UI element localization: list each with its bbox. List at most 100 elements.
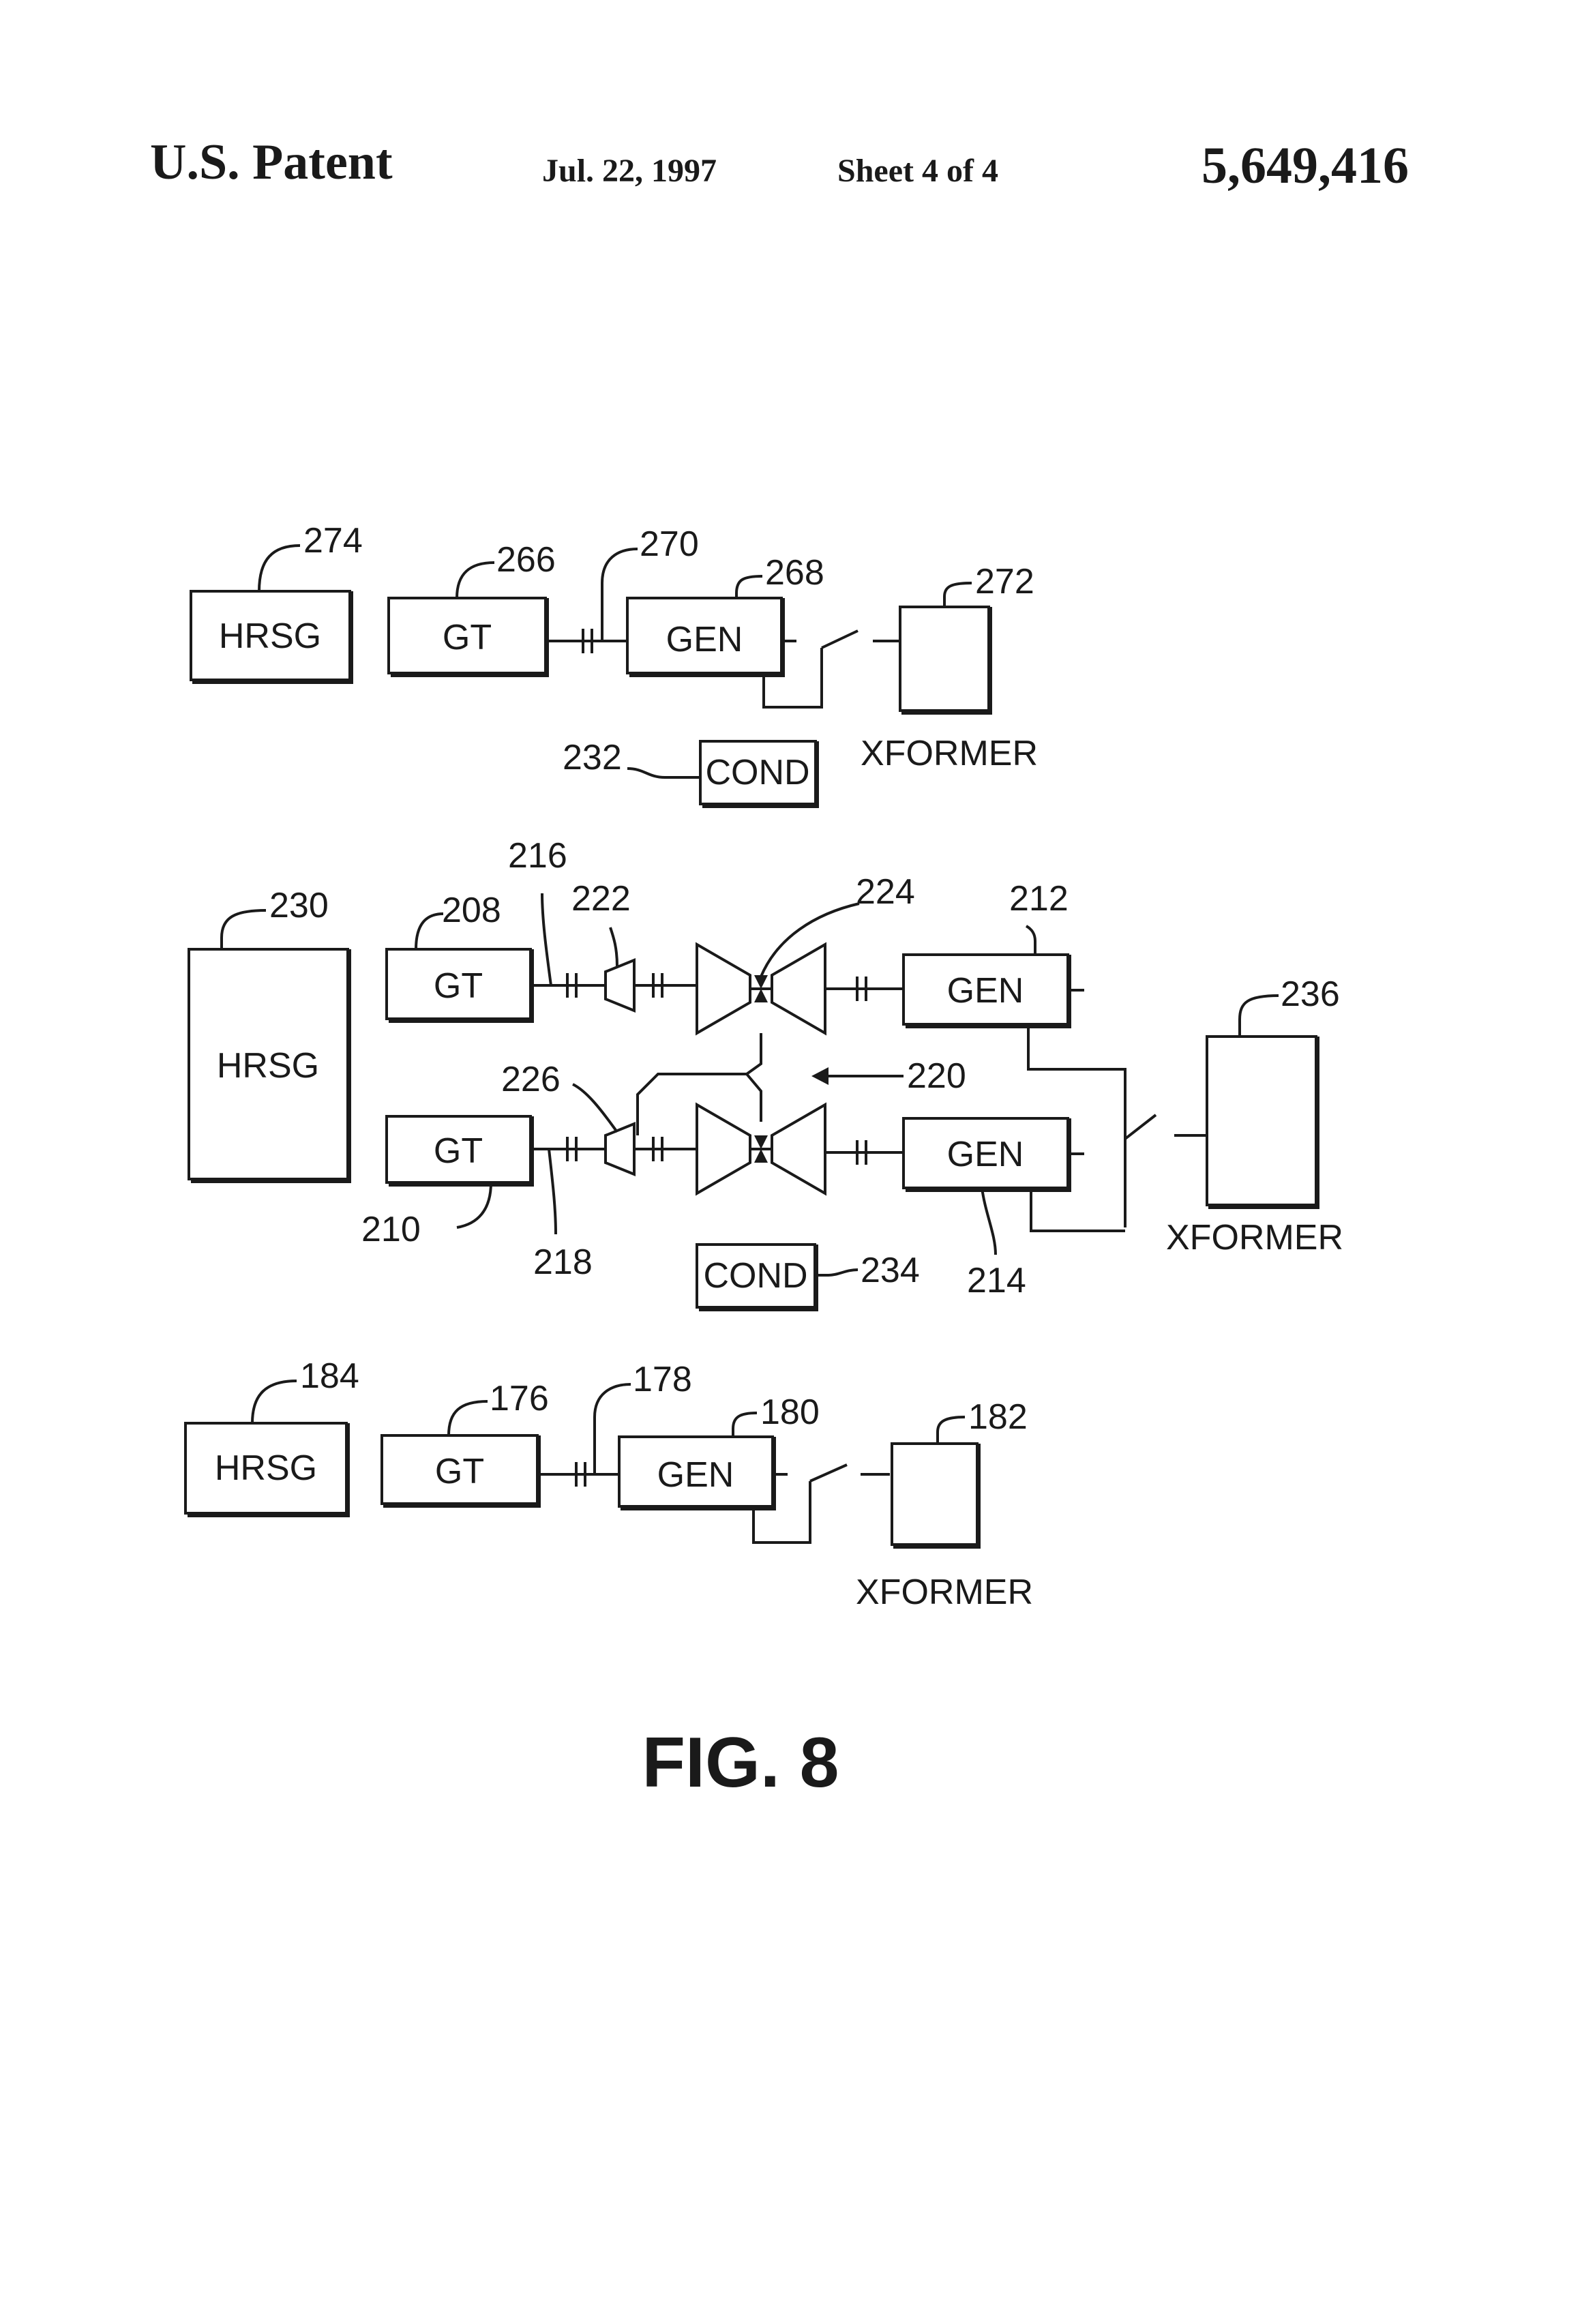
- cond-label: COND: [703, 1256, 807, 1296]
- cond-label: COND: [705, 753, 809, 792]
- ref-266: 266: [496, 540, 556, 580]
- generator-box-212: GEN: [904, 955, 1069, 1026]
- leader-176: [449, 1401, 488, 1435]
- gt-label: GT: [434, 1131, 483, 1171]
- ref-184: 184: [300, 1356, 359, 1396]
- breaker-switch-middle: [1125, 1115, 1156, 1139]
- breaker-switch-bottom: [810, 1465, 847, 1481]
- steam-inlet-arrow-lower-b: [754, 1149, 768, 1163]
- leader-222: [610, 927, 617, 966]
- condenser-box-234: COND: [697, 1245, 816, 1309]
- leader-232: [627, 769, 700, 777]
- ref-274: 274: [303, 521, 363, 561]
- gas-turbine-box-176: GT: [382, 1435, 539, 1506]
- ref-208: 208: [442, 891, 501, 930]
- ref-212: 212: [1009, 879, 1069, 919]
- xformer-label-bottom: XFORMER: [856, 1573, 1033, 1612]
- leader-272: [944, 583, 972, 607]
- gen-label: GEN: [947, 1135, 1024, 1174]
- ref-222: 222: [571, 879, 631, 919]
- ref-218: 218: [533, 1242, 593, 1282]
- ref-268: 268: [765, 553, 824, 593]
- leader-234: [816, 1270, 858, 1275]
- leader-208-arc: [416, 914, 443, 949]
- leader-274: [259, 546, 300, 591]
- ref-220: 220: [907, 1056, 966, 1096]
- hp-turbine-224: [697, 944, 750, 1033]
- ref-226: 226: [501, 1060, 561, 1099]
- ref-176: 176: [490, 1379, 549, 1418]
- steam-pipe-to-lower: [747, 1074, 761, 1122]
- generator-box-268: GEN: [627, 598, 783, 675]
- ref-272: 272: [975, 562, 1034, 601]
- hrsg-box-230: HRSG: [189, 949, 349, 1181]
- gt-label: GT: [435, 1452, 484, 1491]
- lp-turbine-224: [772, 944, 825, 1033]
- generator-box-214: GEN: [904, 1118, 1069, 1190]
- leader-236: [1240, 996, 1279, 1037]
- compressor-222: [606, 960, 634, 1011]
- transformer-box-272: [900, 607, 990, 713]
- xformer-label-top: XFORMER: [861, 734, 1038, 773]
- lp-turbine-lower: [772, 1105, 825, 1193]
- leader-268: [736, 576, 762, 598]
- gt-label: GT: [443, 618, 492, 657]
- leader-218: [549, 1149, 556, 1234]
- generator-box-180: GEN: [619, 1437, 774, 1508]
- leader-214: [982, 1188, 996, 1255]
- transformer-box-182: [892, 1444, 979, 1547]
- leader-182: [938, 1417, 965, 1444]
- leader-184: [252, 1381, 297, 1423]
- leader-216: [542, 893, 551, 985]
- leader-230: [222, 910, 266, 949]
- gas-turbine-box-208: GT: [387, 949, 532, 1021]
- gas-turbine-box-266: GT: [389, 598, 547, 675]
- ref-236: 236: [1281, 974, 1340, 1014]
- ref-210: 210: [361, 1210, 421, 1249]
- ref-216: 216: [508, 836, 567, 876]
- ref-180: 180: [760, 1392, 820, 1432]
- steam-inlet-arrow-upper-b: [754, 989, 768, 1002]
- gt-label: GT: [434, 966, 483, 1006]
- ref-214: 214: [967, 1261, 1026, 1300]
- top-power-train: HRSG 274 GT 266 270 GEN 268: [191, 521, 1038, 806]
- transformer-box-236: [1207, 1037, 1317, 1207]
- ref-270: 270: [640, 524, 699, 564]
- ref-178: 178: [633, 1360, 692, 1399]
- leader-212: [1026, 926, 1035, 955]
- condenser-box-232: COND: [700, 741, 817, 806]
- ref-182: 182: [968, 1397, 1028, 1437]
- middle-power-train: HRSG 230 GT 208 216 222 224: [189, 836, 1343, 1309]
- ref-230: 230: [269, 886, 329, 925]
- arrow-220-head: [811, 1067, 829, 1085]
- hrsg-box-184: HRSG: [185, 1423, 348, 1515]
- ref-232: 232: [563, 738, 622, 777]
- hrsg-label: HRSG: [217, 1046, 319, 1086]
- gas-turbine-box-210: GT: [387, 1116, 532, 1185]
- hp-turbine-lower: [697, 1105, 750, 1193]
- gen-label: GEN: [657, 1455, 734, 1495]
- breaker-switch-top: [822, 631, 858, 648]
- bus-gen-214: [1031, 1188, 1125, 1231]
- patent-header-left: U.S. Patent: [150, 134, 393, 190]
- ref-234: 234: [861, 1251, 920, 1290]
- leader-180: [733, 1413, 757, 1437]
- leader-210: [457, 1182, 491, 1227]
- xformer-label-middle: XFORMER: [1166, 1218, 1343, 1257]
- hrsg-box-274: HRSG: [191, 591, 351, 682]
- bottom-power-train: HRSG 184 GT 176 178 GEN 180: [185, 1356, 1033, 1612]
- patent-date: Jul. 22, 1997: [542, 153, 717, 189]
- leader-266: [457, 563, 494, 598]
- hrsg-label: HRSG: [219, 616, 321, 656]
- sheet-number: Sheet 4 of 4: [837, 153, 998, 189]
- gen-label: GEN: [666, 620, 743, 659]
- gen-label: GEN: [947, 971, 1024, 1011]
- ref-224: 224: [856, 872, 915, 912]
- compressor-226: [606, 1124, 634, 1174]
- patent-number: 5,649,416: [1202, 137, 1409, 194]
- steam-inlet-arrow-lower-a: [754, 1135, 768, 1149]
- steam-inlet-arrow-upper-a: [754, 975, 768, 989]
- hrsg-label: HRSG: [215, 1448, 317, 1488]
- leader-226: [573, 1084, 617, 1132]
